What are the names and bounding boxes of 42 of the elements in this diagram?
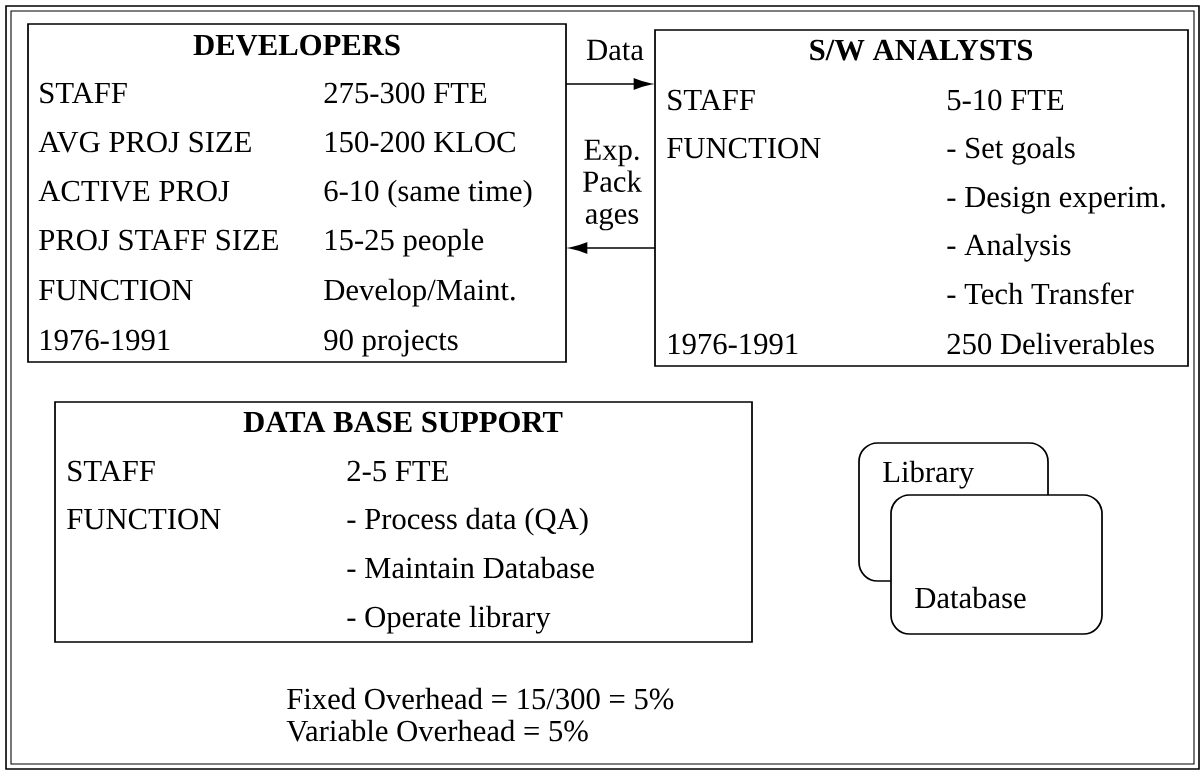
row-label: STAFF	[40, 82, 127, 104]
note-text: Variable Overhead = 5%	[286, 719, 588, 742]
row-label: FUNCTION	[67, 508, 221, 530]
row-value: - Process data (QA)	[347, 507, 588, 536]
row-label: 1976-1991	[668, 333, 798, 355]
row-value: - Design experim.	[947, 186, 1165, 214]
table-box	[54, 401, 753, 643]
row-label: 1976-1991	[40, 329, 170, 351]
row-value: 6-10 (same time)	[324, 179, 532, 208]
row-label: FUNCTION	[39, 279, 193, 301]
row-label: FUNCTION	[667, 137, 821, 159]
row-label: AVG PROJ SIZE	[38, 131, 251, 153]
box-heading: S/W ANALYSTS	[810, 39, 1033, 61]
row-label: PROJ STAFF SIZE	[39, 229, 278, 251]
row-value: - Operate library	[347, 605, 551, 634]
row-value: - Tech Transfer	[947, 282, 1134, 305]
row-value: - Set goals	[947, 136, 1075, 165]
card-box	[890, 494, 1103, 635]
row-value: - Analysis	[947, 233, 1071, 262]
box-heading: DATA BASE SUPPORT	[243, 411, 563, 433]
row-value: 250 Deliverables	[947, 332, 1154, 355]
card-label: Database	[915, 586, 1026, 609]
edge-label: Data	[583, 38, 647, 62]
row-label: ACTIVE PROJ	[38, 180, 230, 202]
row-value: - Maintain Database	[347, 556, 594, 579]
row-label: STAFF	[68, 460, 155, 482]
row-value: 90 projects	[324, 329, 458, 357]
arrow	[569, 242, 588, 254]
row-value: 5-10 FTE	[948, 89, 1064, 111]
note-text: Fixed Overhead = 15/300 = 5%	[287, 687, 674, 710]
row-value: Develop/Maint.	[324, 278, 515, 307]
row-value: 15-25 people	[325, 228, 484, 257]
row-value: 275-300 FTE	[324, 82, 487, 104]
card-label: Library	[883, 460, 975, 489]
edge-label: Exp. Pack ages	[580, 138, 644, 232]
table-box	[654, 29, 1189, 367]
row-label: STAFF	[668, 89, 755, 111]
table-box	[27, 23, 567, 363]
row-value: 150-200 KLOC	[325, 131, 515, 153]
arrow	[633, 78, 652, 90]
row-value: 2-5 FTE	[347, 460, 448, 482]
box-heading: DEVELOPERS	[193, 34, 400, 56]
